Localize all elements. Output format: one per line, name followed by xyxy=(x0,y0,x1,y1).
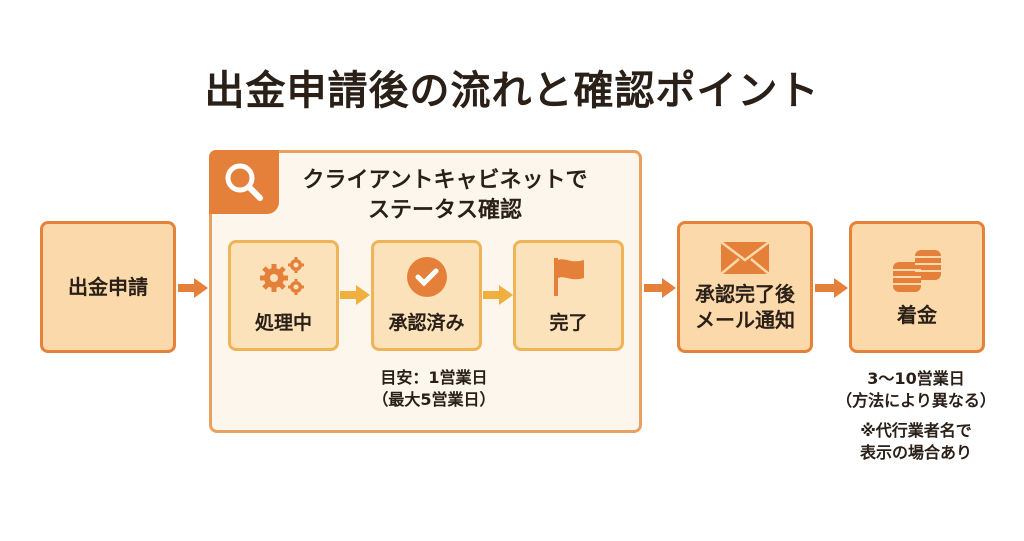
arrow-icon xyxy=(483,285,513,305)
envelope-icon xyxy=(720,241,770,275)
note-line: 3〜10営業日 xyxy=(867,369,965,388)
panel-title: クライアントキャビネットで ステータス確認 xyxy=(280,166,610,226)
note-line: ※代行業者名で xyxy=(860,421,972,440)
coins-icon xyxy=(893,250,941,292)
step-label-line1: 承認完了後 xyxy=(695,282,795,306)
arrow-icon xyxy=(340,285,370,305)
step-mail-notification: 承認完了後 メール通知 xyxy=(677,221,813,353)
arrow-icon xyxy=(644,278,676,298)
arrival-time-note: 3〜10営業日 （方法により異なる） ※代行業者名で 表示の場合あり xyxy=(806,368,1024,464)
flag-icon xyxy=(553,258,584,296)
arrow-icon xyxy=(178,278,208,298)
status-label: 承認済み xyxy=(388,312,465,334)
check-circle-icon xyxy=(406,257,447,297)
step-funds-arrival: 着金 xyxy=(849,221,985,353)
status-processing: 処理中 xyxy=(228,240,339,351)
status-complete: 完了 xyxy=(513,240,624,351)
status-label: 完了 xyxy=(549,312,588,334)
note-line: 目安：1営業日 xyxy=(380,368,488,387)
panel-title-line2: ステータス確認 xyxy=(367,198,522,223)
note-line: （方法により異なる） xyxy=(836,391,996,410)
step-label: 着金 xyxy=(897,303,937,327)
step-label-line2: メール通知 xyxy=(695,308,795,332)
search-icon xyxy=(209,150,279,214)
status-label: 処理中 xyxy=(254,312,312,334)
approval-time-note: 目安：1営業日 （最大5営業日） xyxy=(334,367,534,411)
note-line: 表示の場合あり xyxy=(859,443,972,462)
gears-icon xyxy=(259,257,304,295)
page-title: 出金申請後の流れと確認ポイント xyxy=(204,68,820,114)
arrow-icon xyxy=(815,278,848,298)
panel-title-line1: クライアントキャビネットで xyxy=(302,168,588,193)
status-approved: 承認済み xyxy=(371,240,482,351)
step-label: 出金申請 xyxy=(68,275,148,299)
step-withdrawal-request: 出金申請 xyxy=(40,221,176,353)
note-line: （最大5営業日） xyxy=(372,390,496,409)
